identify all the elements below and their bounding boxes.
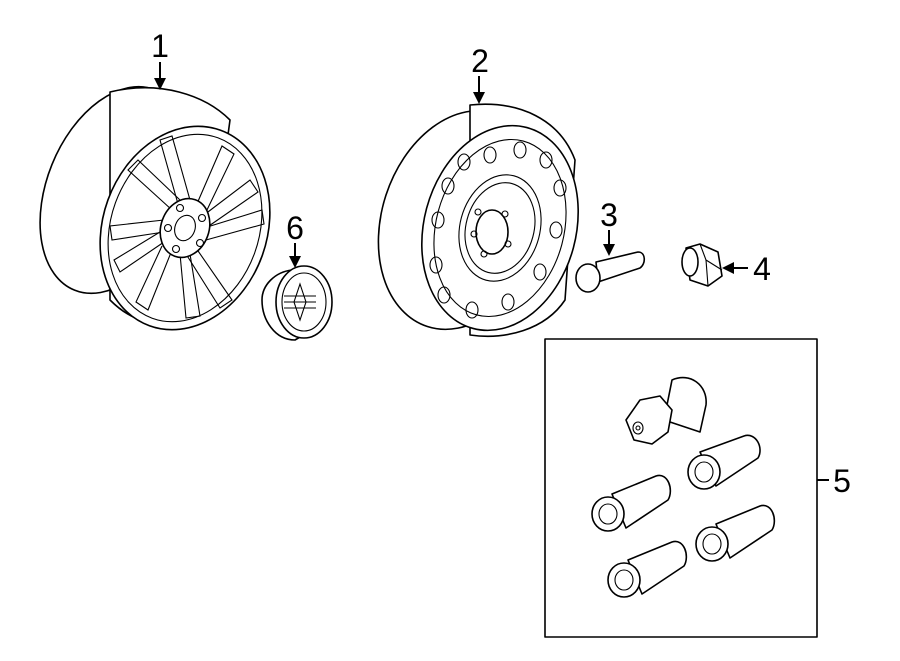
steel-spare-wheel xyxy=(377,103,579,338)
emblem-icon xyxy=(284,282,316,322)
callout-6: 6 xyxy=(286,210,304,246)
callout-1: 1 xyxy=(151,28,169,64)
center-cap xyxy=(261,265,333,341)
callout-4: 4 xyxy=(753,251,771,287)
lug-nut xyxy=(681,243,723,287)
kit-box xyxy=(544,338,818,638)
callout-2: 2 xyxy=(471,43,489,79)
alloy-wheel xyxy=(39,85,271,331)
callout-labels: 1 2 3 4 5 6 xyxy=(151,28,851,499)
key-adapter xyxy=(625,376,707,445)
callout-5: 5 xyxy=(833,463,851,499)
lock-nut xyxy=(687,434,761,490)
lock-nut xyxy=(591,474,672,532)
wheel-lock-kit xyxy=(544,338,818,638)
wheel-stud xyxy=(575,251,646,293)
lock-nut xyxy=(607,540,688,598)
lock-nut xyxy=(695,504,776,562)
callout-arrows xyxy=(154,62,829,481)
callout-3: 3 xyxy=(600,197,618,233)
